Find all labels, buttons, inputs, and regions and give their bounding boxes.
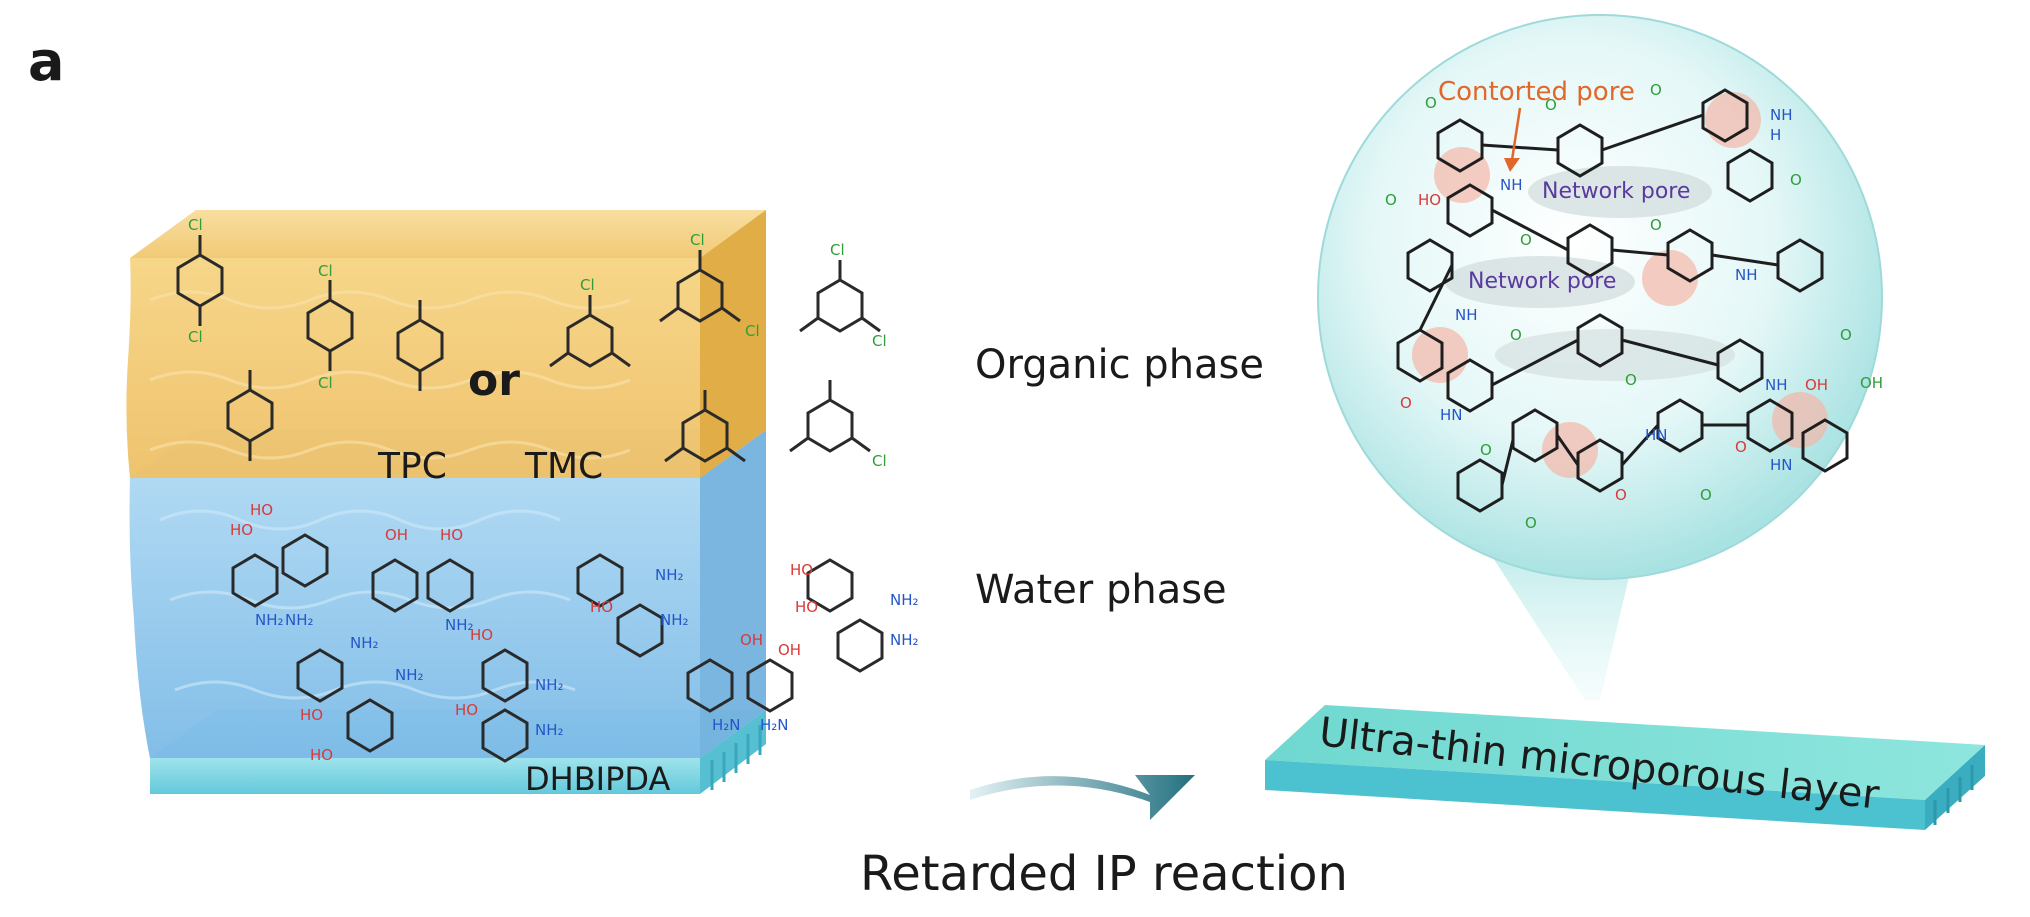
svg-text:O: O	[1625, 371, 1637, 389]
svg-text:Cl: Cl	[745, 322, 760, 340]
svg-text:Cl: Cl	[188, 328, 203, 346]
svg-text:H: H	[1770, 126, 1781, 144]
svg-text:Cl: Cl	[580, 276, 595, 294]
svg-text:Cl: Cl	[318, 262, 333, 280]
svg-text:NH: NH	[1500, 176, 1523, 194]
svg-text:HO: HO	[1418, 191, 1441, 209]
svg-text:NH₂: NH₂	[445, 616, 474, 634]
svg-text:NH₂: NH₂	[535, 676, 564, 694]
tpc-label: TPC	[377, 446, 447, 487]
contorted-pore-label: Contorted pore	[1438, 77, 1635, 107]
svg-text:O: O	[1545, 96, 1557, 114]
svg-text:O: O	[1615, 486, 1627, 504]
svg-text:HO: HO	[440, 526, 463, 544]
svg-text:Cl: Cl	[690, 231, 705, 249]
svg-text:H₂N: H₂N	[712, 716, 741, 734]
svg-text:HN: HN	[1440, 406, 1463, 424]
svg-text:O: O	[1425, 94, 1437, 112]
contorted-pore-pointer	[1510, 107, 1522, 161]
svg-text:O: O	[1700, 486, 1712, 504]
polymer-groups: O O O HO NH NH H O O O O NH NH O O OH O …	[1385, 81, 1883, 532]
svg-text:NH₂: NH₂	[395, 666, 424, 684]
tmc-chlorines: Cl Cl Cl Cl Cl Cl	[580, 231, 887, 470]
reaction-arrow	[970, 775, 1195, 820]
svg-text:NH: NH	[1765, 376, 1788, 394]
svg-text:O: O	[1650, 81, 1662, 99]
reaction-label: Retarded IP reaction	[860, 846, 1348, 902]
svg-text:O: O	[1840, 326, 1852, 344]
svg-text:NH₂: NH₂	[255, 611, 284, 629]
svg-text:OH: OH	[778, 641, 801, 659]
svg-text:OH: OH	[1860, 374, 1883, 392]
svg-text:HO: HO	[470, 626, 493, 644]
water-phase-label: Water phase	[975, 567, 1227, 613]
or-label: or	[468, 355, 520, 406]
network-pore-label-2: Network pore	[1468, 269, 1616, 294]
svg-text:HO: HO	[455, 701, 478, 719]
svg-text:OH: OH	[740, 631, 763, 649]
svg-text:NH₂: NH₂	[655, 566, 684, 584]
svg-text:NH: NH	[1455, 306, 1478, 324]
svg-text:O: O	[1385, 191, 1397, 209]
svg-text:Cl: Cl	[318, 374, 333, 392]
svg-text:O: O	[1400, 394, 1412, 412]
svg-text:HO: HO	[250, 501, 273, 519]
svg-text:NH₂: NH₂	[535, 721, 564, 739]
svg-text:Cl: Cl	[872, 452, 887, 470]
svg-text:OH: OH	[385, 526, 408, 544]
tpc-chlorines: Cl Cl Cl Cl	[188, 216, 333, 392]
svg-text:NH₂: NH₂	[285, 611, 314, 629]
svg-text:NH₂: NH₂	[890, 631, 919, 649]
dhbipda-molecules	[231, 533, 884, 763]
dhbipda-groups: HO HO NH₂ NH₂ OH HO NH₂ HO NH₂ NH₂ NH₂ N…	[230, 501, 919, 764]
zoom-sphere	[1317, 14, 1883, 580]
svg-text:O: O	[1735, 438, 1747, 456]
svg-text:O: O	[1510, 326, 1522, 344]
svg-text:Cl: Cl	[188, 216, 203, 234]
svg-text:O: O	[1480, 441, 1492, 459]
svg-text:NH₂: NH₂	[660, 611, 689, 629]
organic-phase-block	[126, 210, 766, 478]
network-pore-label-1: Network pore	[1542, 179, 1690, 204]
organic-phase-label: Organic phase	[975, 342, 1264, 388]
svg-text:HO: HO	[790, 561, 813, 579]
dhbipda-label: DHBIPDA	[525, 760, 670, 798]
polymer-network	[1396, 88, 1849, 513]
svg-text:H₂N: H₂N	[760, 716, 789, 734]
svg-text:HO: HO	[230, 521, 253, 539]
panel-label: a	[28, 30, 64, 93]
svg-text:HN: HN	[1645, 426, 1668, 444]
svg-text:HO: HO	[310, 746, 333, 764]
contorted-pore-pointer-head	[1504, 158, 1520, 172]
svg-text:O: O	[1520, 231, 1532, 249]
svg-text:HO: HO	[795, 598, 818, 616]
tpc-molecules	[176, 235, 444, 461]
svg-text:NH: NH	[1770, 106, 1793, 124]
svg-text:HO: HO	[300, 706, 323, 724]
svg-text:O: O	[1525, 514, 1537, 532]
svg-text:O: O	[1790, 171, 1802, 189]
svg-text:HO: HO	[590, 598, 613, 616]
svg-text:O: O	[1650, 216, 1662, 234]
svg-text:Cl: Cl	[872, 332, 887, 350]
svg-text:NH₂: NH₂	[890, 591, 919, 609]
microporous-layer	[1265, 705, 1985, 830]
svg-text:Cl: Cl	[830, 241, 845, 259]
water-phase-block	[129, 430, 766, 758]
tmc-label: TMC	[524, 446, 603, 487]
tmc-molecules	[549, 250, 881, 463]
svg-text:NH₂: NH₂	[350, 634, 379, 652]
svg-text:OH: OH	[1805, 376, 1828, 394]
svg-text:HN: HN	[1770, 456, 1793, 474]
svg-text:NH: NH	[1735, 266, 1758, 284]
